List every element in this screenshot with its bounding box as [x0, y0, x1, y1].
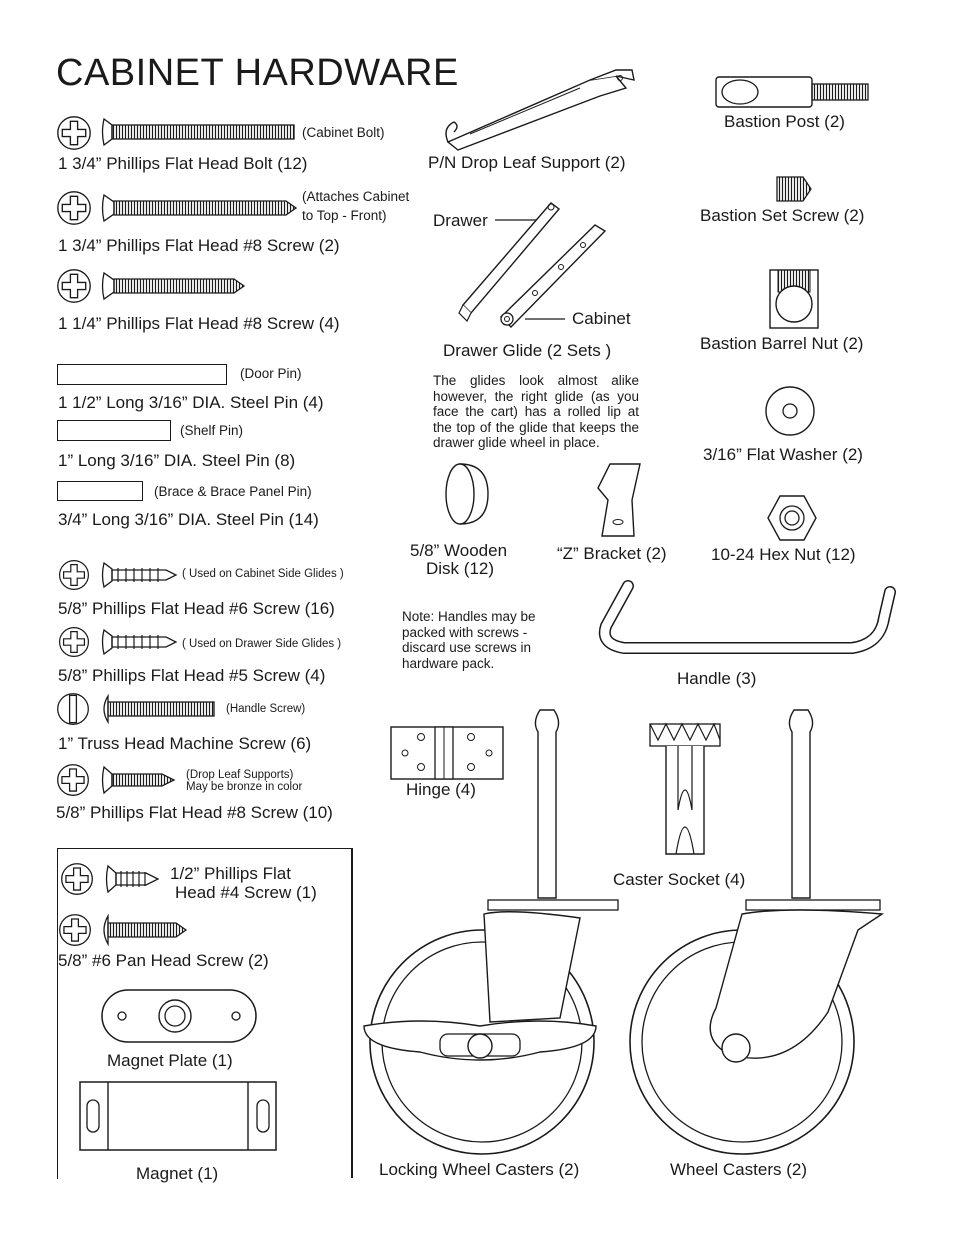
set-screw-label: Bastion Set Screw (2) [700, 206, 865, 225]
hex-nut-label: 10-24 Hex Nut (12) [711, 545, 856, 564]
phillips-head-icon [57, 191, 91, 225]
screw8-114-label: 1 1/4” Phillips Flat Head #8 Screw (4) [58, 314, 340, 333]
screw8-58-note-1: (Drop Leaf Supports) [186, 769, 294, 781]
magnet-icon [79, 1081, 277, 1151]
door-pin-note: (Door Pin) [240, 366, 302, 381]
phillips-head-icon [57, 764, 89, 796]
caster-socket-label: Caster Socket (4) [613, 870, 746, 889]
bolt-label: 1 3/4” Phillips Flat Head Bolt (12) [58, 154, 308, 173]
inset-box-divider [351, 848, 353, 1178]
barrel-nut-icon [769, 269, 819, 329]
barrel-nut-label: Bastion Barrel Nut (2) [700, 334, 864, 353]
phillips-head-icon [61, 863, 93, 895]
disk-label-1: 5/8” Wooden [410, 541, 508, 560]
screw-icon [101, 193, 298, 223]
caster-socket-icon [649, 722, 721, 855]
phillips-head-icon [58, 559, 90, 591]
drop-leaf-label: P/N Drop Leaf Support (2) [428, 153, 626, 172]
glide-note: The glides look almost alike however, th… [433, 373, 639, 450]
inset-box [57, 848, 353, 1179]
locking-caster-icon [363, 709, 619, 1155]
door-pin-icon [57, 364, 227, 385]
screw5-note: ( Used on Drawer Side Glides ) [182, 638, 342, 650]
brace-pin-icon [57, 481, 143, 501]
magnet-plate-label: Magnet Plate (1) [107, 1051, 233, 1070]
z-bracket-icon [597, 463, 641, 537]
bastion-post-icon [715, 76, 869, 108]
shelf-pin-icon [57, 420, 171, 441]
glide-label: Drawer Glide (2 Sets ) [443, 341, 612, 360]
handle-icon [598, 580, 896, 654]
screw-icon [101, 271, 246, 301]
washer-label: 3/16” Flat Washer (2) [703, 445, 863, 464]
screw4-label-2: Head #4 Screw (1) [175, 883, 317, 902]
locking-casters-label: Locking Wheel Casters (2) [379, 1160, 580, 1179]
pan-label: 5/8” #6 Pan Head Screw (2) [58, 951, 269, 970]
truss-note: (Handle Screw) [226, 703, 306, 715]
hinge-icon [390, 726, 504, 780]
magnet-label: Magnet (1) [136, 1164, 219, 1183]
hinge-label: Hinge (4) [406, 780, 476, 799]
slotted-head-icon [57, 693, 89, 725]
bastion-post-label: Bastion Post (2) [724, 112, 845, 131]
door-pin-label: 1 1/2” Long 3/16” DIA. Steel Pin (4) [58, 393, 324, 412]
shelf-pin-note: (Shelf Pin) [180, 423, 244, 438]
handle-note: Note: Handles may be packed with screws … [402, 609, 536, 671]
wheel-caster-icon [629, 709, 885, 1155]
brace-pin-note: (Brace & Brace Panel Pin) [154, 484, 312, 499]
wooden-disk-icon [445, 463, 489, 525]
phillips-head-icon [57, 116, 91, 150]
z-bracket-label: “Z” Bracket (2) [557, 544, 667, 563]
screw-icon [101, 628, 178, 656]
brace-pin-label: 3/4” Long 3/16” DIA. Steel Pin (14) [58, 510, 319, 529]
drop-leaf-support-icon [445, 69, 635, 151]
magnet-plate-icon [101, 989, 257, 1043]
screw8-long-note-1: (Attaches Cabinet [302, 189, 410, 204]
handle-label: Handle (3) [677, 669, 757, 688]
screw8-58-label: 5/8” Phillips Flat Head #8 Screw (10) [56, 803, 333, 822]
disk-label-2: Disk (12) [426, 559, 495, 578]
hex-nut-icon [767, 495, 817, 541]
truss-label: 1” Truss Head Machine Screw (6) [58, 734, 312, 753]
glide-drawer-label: Drawer [433, 211, 488, 230]
screw8-long-note-2: to Top - Front) [302, 208, 387, 223]
screw4-label-1: 1/2” Phillips Flat [170, 864, 291, 883]
truss-screw-icon [103, 693, 215, 725]
screw-icon [101, 561, 178, 589]
glide-cabinet-label: Cabinet [572, 309, 631, 328]
shelf-pin-label: 1” Long 3/16” DIA. Steel Pin (8) [58, 451, 296, 470]
drawer-glide-icon [458, 202, 607, 328]
screw-icon [101, 765, 176, 795]
wheel-casters-label: Wheel Casters (2) [670, 1160, 807, 1179]
screw8-58-note-2: May be bronze in color [186, 781, 303, 793]
pan-screw-icon [103, 913, 188, 947]
screw6-note: ( Used on Cabinet Side Glides ) [182, 568, 344, 580]
set-screw-icon [776, 176, 812, 202]
page-title: CABINET HARDWARE [56, 52, 459, 94]
bolt-note: (Cabinet Bolt) [302, 125, 385, 140]
bolt-icon [101, 117, 295, 147]
phillips-head-icon [57, 269, 91, 303]
screw8-long-label: 1 3/4” Phillips Flat Head #8 Screw (2) [58, 236, 340, 255]
flat-washer-icon [765, 386, 815, 436]
phillips-head-icon [59, 914, 91, 946]
phillips-head-icon [58, 626, 90, 658]
screw-icon [105, 864, 160, 894]
screw5-label: 5/8” Phillips Flat Head #5 Screw (4) [58, 666, 326, 685]
screw6-label: 5/8” Phillips Flat Head #6 Screw (16) [58, 599, 335, 618]
